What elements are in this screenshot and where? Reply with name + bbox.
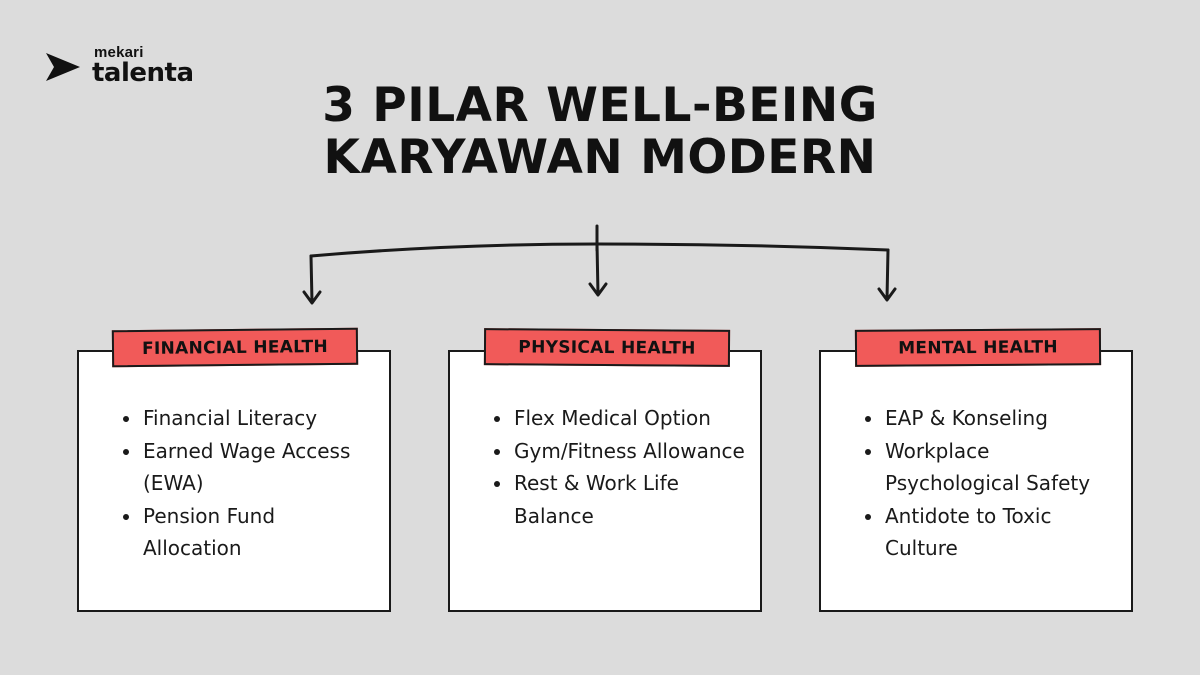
title-line-2: KARYAWAN MODERN xyxy=(323,130,877,185)
connector-middle-drop xyxy=(595,242,600,296)
list-item: Workplace Psychological Safety xyxy=(865,435,1121,500)
list-item: Flex Medical Option xyxy=(494,402,750,435)
list-item: Financial Literacy xyxy=(123,402,379,435)
mekari-talenta-logo: mekari talenta xyxy=(44,44,224,94)
tag-physical-health: PHYSICAL HEALTH xyxy=(483,328,731,367)
connector-bar xyxy=(309,242,890,258)
connector-left-drop xyxy=(309,254,314,304)
title-line-1: 3 PILAR WELL-BEING xyxy=(322,78,878,133)
card-financial-health: Financial Literacy Earned Wage Access (E… xyxy=(77,350,391,612)
arrowhead-right-icon xyxy=(877,287,897,302)
list-item: Earned Wage Access (EWA) xyxy=(123,435,379,500)
financial-health-list: Financial Literacy Earned Wage Access (E… xyxy=(123,402,379,565)
connector-right-drop xyxy=(885,248,890,301)
logo-text-talenta: talenta xyxy=(92,58,194,88)
list-item: Pension Fund Allocation xyxy=(123,500,379,565)
logo-arrow-icon xyxy=(46,53,80,81)
tag-mental-health: MENTAL HEALTH xyxy=(854,328,1102,367)
page-title: 3 PILAR WELL-BEING KARYAWAN MODERN xyxy=(230,80,970,184)
card-physical-health: Flex Medical Option Gym/Fitness Allowanc… xyxy=(448,350,762,612)
mental-health-list: EAP & Konseling Workplace Psychological … xyxy=(865,402,1121,565)
arrowhead-middle-icon xyxy=(588,282,608,297)
list-item: Gym/Fitness Allowance xyxy=(494,435,750,468)
arrowhead-left-icon xyxy=(302,290,322,305)
physical-health-list: Flex Medical Option Gym/Fitness Allowanc… xyxy=(494,402,750,532)
tag-financial-health: FINANCIAL HEALTH xyxy=(111,327,359,368)
card-mental-health: EAP & Konseling Workplace Psychological … xyxy=(819,350,1133,612)
list-item: Antidote to Toxic Culture xyxy=(865,500,1121,565)
list-item: Rest & Work Life Balance xyxy=(494,467,750,532)
logo-text-mekari: mekari xyxy=(94,44,144,61)
list-item: EAP & Konseling xyxy=(865,402,1121,435)
